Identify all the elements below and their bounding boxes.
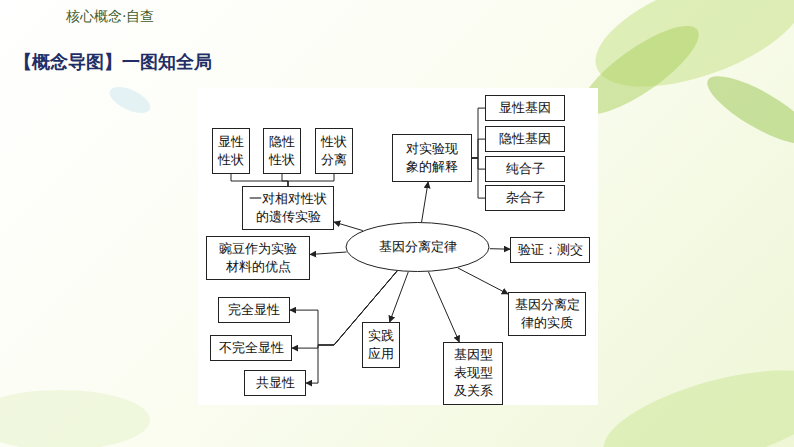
arrow-connector bbox=[390, 272, 409, 322]
concept-box: 豌豆作为实验材料的优点 bbox=[206, 236, 310, 280]
node-text: 隐性基因 bbox=[499, 130, 551, 148]
node-text: 基因分离定律的实质 bbox=[514, 296, 580, 332]
concept-box: 性状分离 bbox=[315, 128, 353, 174]
arrow-connector bbox=[458, 268, 508, 294]
arrow-connector bbox=[490, 248, 510, 250]
bracket-line bbox=[472, 158, 485, 198]
node-text: 共显性 bbox=[256, 374, 295, 392]
concept-box: 共显性 bbox=[244, 370, 306, 396]
concept-box: 不完全显性 bbox=[210, 335, 292, 361]
section-label: 核心概念·自查 bbox=[66, 8, 154, 26]
arrow-connector bbox=[334, 222, 363, 231]
node-text: 对实验现象的解释 bbox=[403, 140, 461, 176]
node-text: 实践应用 bbox=[368, 327, 394, 363]
bracket-line bbox=[288, 174, 334, 186]
node-text: 基因分离定律 bbox=[379, 238, 457, 256]
concept-box: 显性基因 bbox=[485, 95, 565, 121]
concept-box: 验证：测交 bbox=[510, 237, 590, 263]
node-text: 豌豆作为实验材料的优点 bbox=[217, 240, 299, 276]
concept-box: 隐性性状 bbox=[263, 128, 301, 174]
concept-box: 基因分离定律的实质 bbox=[508, 292, 586, 336]
node-text: 性状分离 bbox=[321, 133, 347, 169]
bracket-line bbox=[472, 139, 485, 158]
node-text: 显性基因 bbox=[499, 99, 551, 117]
concept-box: 基因型表现型及关系 bbox=[443, 342, 503, 405]
concept-box: 一对相对性状的遗传实验 bbox=[242, 186, 334, 230]
concept-box: 纯合子 bbox=[485, 156, 565, 182]
node-text: 不完全显性 bbox=[219, 339, 284, 357]
arrow-connector bbox=[428, 272, 459, 342]
bracket-line bbox=[231, 174, 288, 186]
arrow-connector bbox=[310, 252, 347, 255]
node-text: 隐性性状 bbox=[269, 133, 295, 169]
concept-box: 杂合子 bbox=[485, 185, 565, 211]
concept-box: 完全显性 bbox=[218, 297, 290, 323]
central-ellipse: 基因分离定律 bbox=[345, 222, 490, 272]
node-text: 完全显性 bbox=[228, 301, 280, 319]
node-text: 纯合子 bbox=[506, 160, 545, 178]
node-text: 基因型表现型及关系 bbox=[452, 346, 494, 401]
node-text: 杂合子 bbox=[506, 189, 545, 207]
slide-title: 【概念导图】一图知全局 bbox=[14, 50, 212, 74]
arrow-connector bbox=[422, 182, 429, 222]
concept-box: 隐性基因 bbox=[485, 126, 565, 152]
concept-box: 对实验现象的解释 bbox=[392, 134, 472, 182]
bracket-line bbox=[472, 108, 485, 158]
concept-box: 显性性状 bbox=[212, 128, 250, 174]
node-text: 显性性状 bbox=[218, 133, 244, 169]
node-text: 一对相对性状的遗传实验 bbox=[248, 190, 328, 226]
concept-box: 实践应用 bbox=[362, 322, 400, 368]
bracket-line bbox=[282, 174, 288, 186]
node-text: 验证：测交 bbox=[518, 241, 583, 259]
